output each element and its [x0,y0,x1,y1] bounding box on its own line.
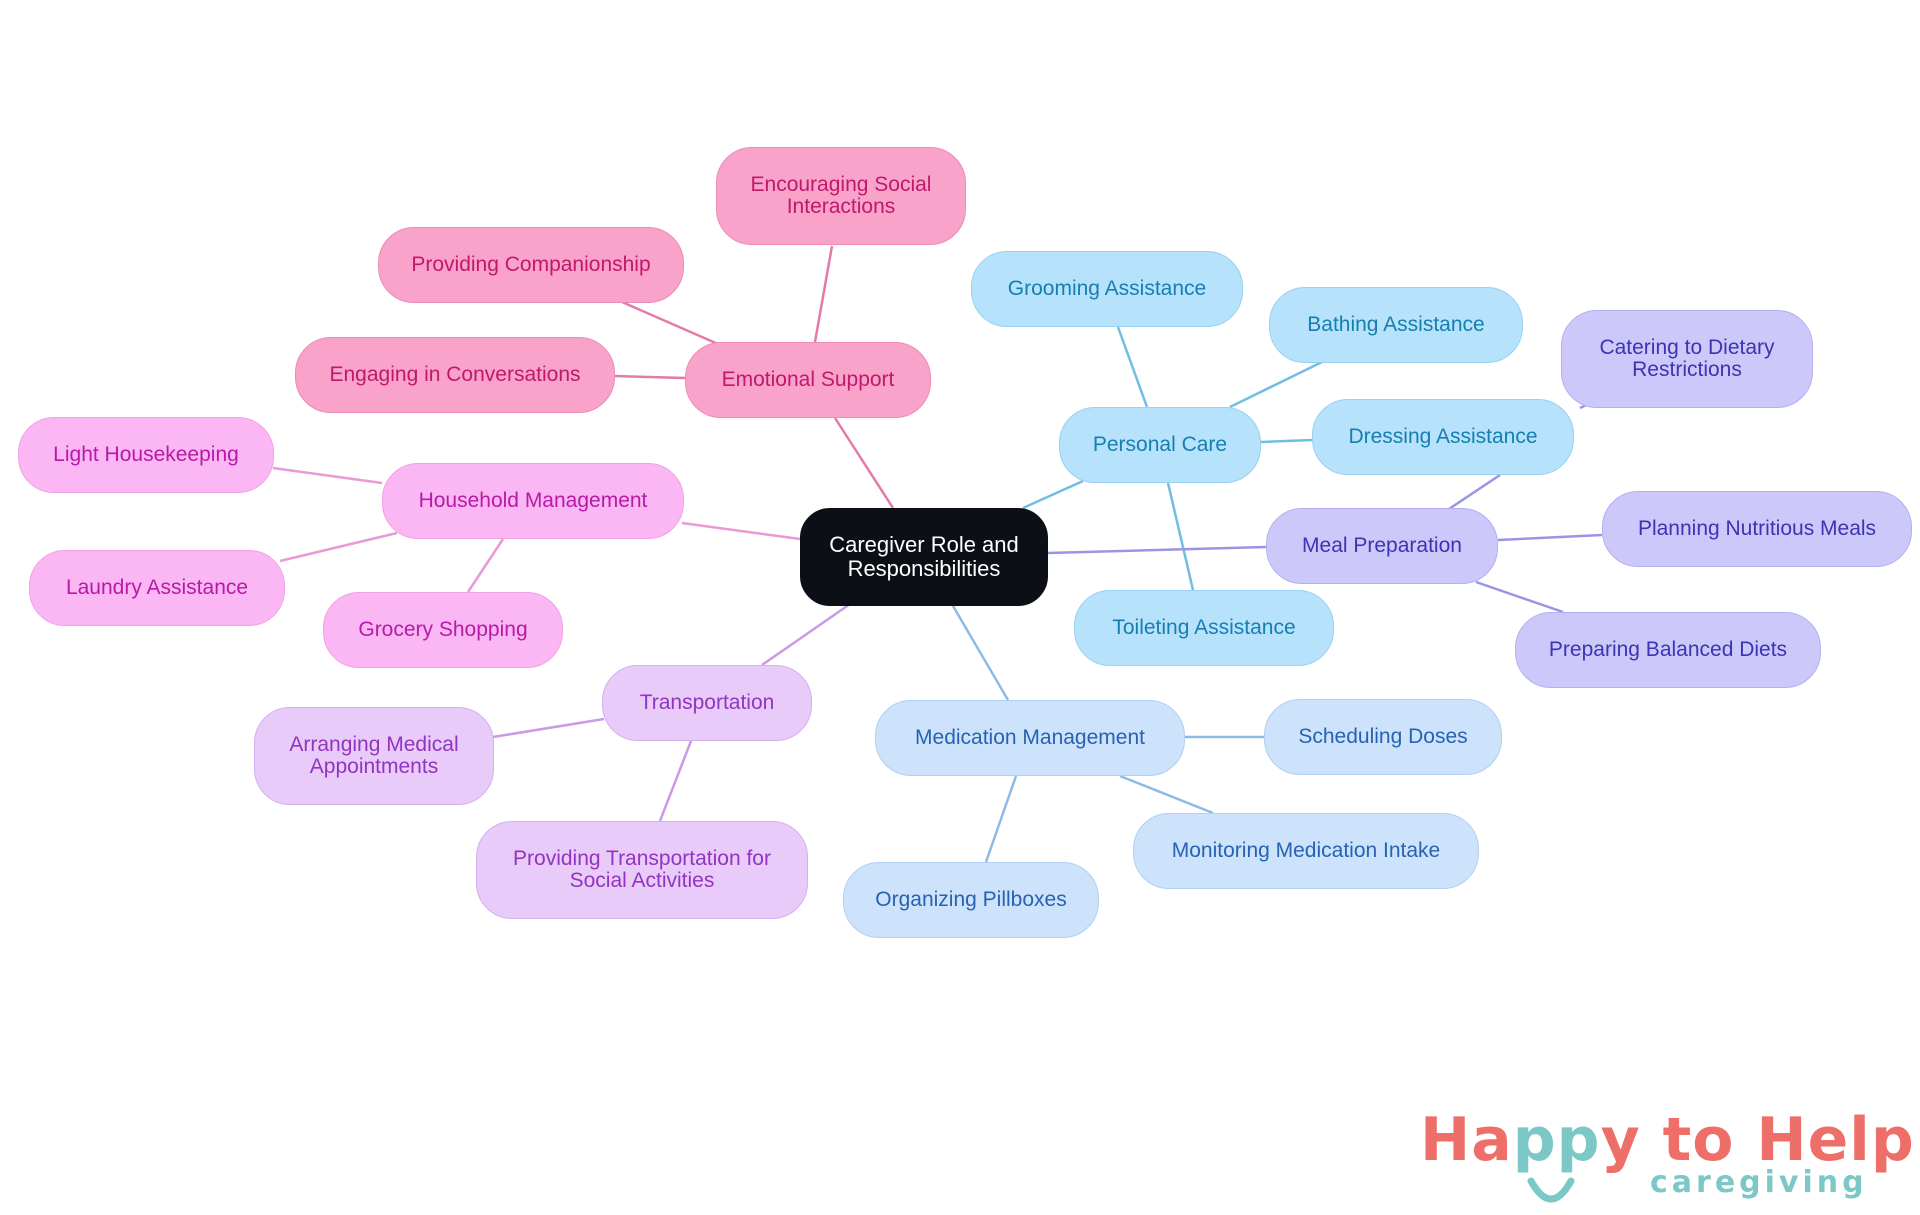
connector-line [1229,360,1323,409]
leaf-light-housekeeping[interactable]: Light Housekeeping [18,417,274,493]
connector-line [466,538,505,593]
leaf-providing-companionship[interactable]: Providing Companionship [378,227,684,303]
connector-line [621,300,719,346]
happy-to-help-logo: Happy to Help caregiving [1420,1105,1914,1205]
leaf-engaging-in-conversations[interactable]: Engaging in Conversations [295,337,615,413]
connector-line [1166,482,1195,591]
connector-line [272,466,383,485]
leaf-providing-transportation-social-activities[interactable]: Providing Transportation for Social Acti… [476,821,808,919]
connector-line [681,521,801,541]
connector-line [761,602,851,667]
connector-line [833,417,895,509]
connector-line [1475,580,1564,614]
leaf-dressing-assistance[interactable]: Dressing Assistance [1312,399,1574,475]
branch-personal-care[interactable]: Personal Care [1059,407,1261,483]
leaf-toileting-assistance[interactable]: Toileting Assistance [1074,590,1334,666]
branch-medication-management[interactable]: Medication Management [875,700,1185,776]
connector-line [951,605,1010,701]
leaf-arranging-medical-appointments[interactable]: Arranging Medical Appointments [254,707,494,805]
leaf-bathing-assistance[interactable]: Bathing Assistance [1269,287,1523,363]
logo-wordmark: Happy to Help [1420,1105,1915,1175]
leaf-planning-nutritious-meals[interactable]: Planning Nutritious Meals [1602,491,1912,567]
leaf-preparing-balanced-diets[interactable]: Preparing Balanced Diets [1515,612,1821,688]
branch-household-management[interactable]: Household Management [382,463,684,539]
connector-line [613,374,686,380]
connector-line [984,775,1018,863]
leaf-monitoring-medication-intake[interactable]: Monitoring Medication Intake [1133,813,1479,889]
leaf-grooming-assistance[interactable]: Grooming Assistance [971,251,1243,327]
leaf-grocery-shopping[interactable]: Grocery Shopping [323,592,563,668]
connector-line [658,740,693,822]
connector-line [1116,326,1149,408]
connector-line [1260,438,1313,444]
connector-line [1119,774,1214,815]
connector-line [492,717,605,739]
leaf-laundry-assistance[interactable]: Laundry Assistance [29,550,285,626]
branch-transportation[interactable]: Transportation [602,665,812,741]
leaf-scheduling-doses[interactable]: Scheduling Doses [1264,699,1502,775]
connector-line [1497,533,1603,542]
smile-icon [1527,1177,1575,1203]
leaf-organizing-pillboxes[interactable]: Organizing Pillboxes [843,862,1099,938]
connector-line [1022,479,1084,510]
branch-emotional-support[interactable]: Emotional Support [685,342,931,418]
leaf-catering-to-dietary-restrictions[interactable]: Catering to Dietary Restrictions [1561,310,1813,408]
connector-line [813,245,834,343]
branch-meal-preparation[interactable]: Meal Preparation [1266,508,1498,584]
connector-line [279,531,398,563]
logo-tagline: caregiving [1650,1165,1868,1200]
root-node[interactable]: Caregiver Role and Responsibilities [800,508,1048,606]
connector-line [1047,545,1267,555]
leaf-encouraging-social-interactions[interactable]: Encouraging Social Interactions [716,147,966,245]
